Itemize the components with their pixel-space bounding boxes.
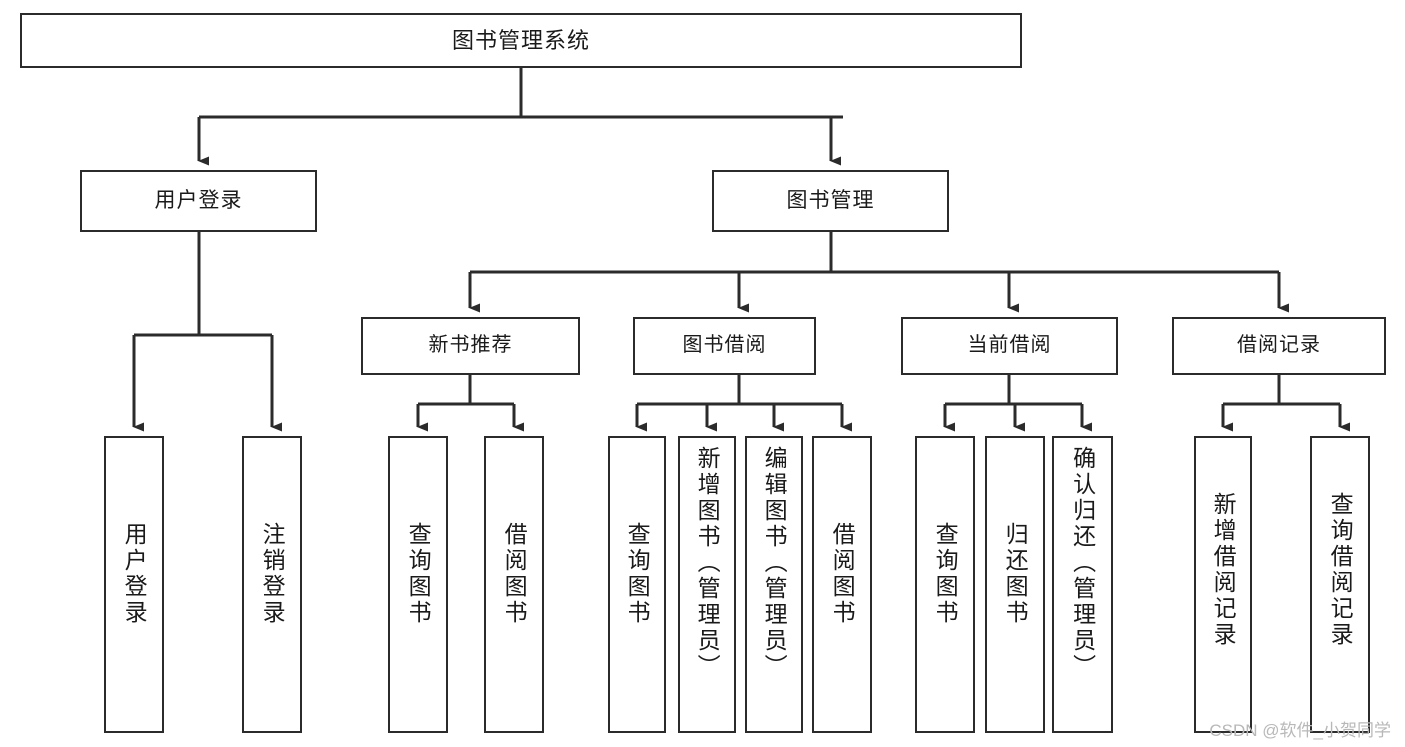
node-leaf-return-book-label: 归还图书 — [1002, 522, 1029, 626]
node-book-manage[interactable]: 图书管理 — [712, 170, 949, 232]
node-leaf-return-book[interactable]: 归还图书 — [985, 436, 1045, 733]
node-leaf-confirm-return[interactable]: 确认归还（管理员） — [1052, 436, 1113, 733]
node-leaf-add-loan-record[interactable]: 新增借阅记录 — [1194, 436, 1252, 733]
node-leaf-borrow-book-1-label: 借阅图书 — [501, 522, 528, 626]
node-leaf-user-logout-label: 注销登录 — [259, 522, 286, 626]
node-current-loan-label: 当前借阅 — [967, 334, 1052, 357]
node-leaf-borrow-book-2[interactable]: 借阅图书 — [812, 436, 872, 733]
node-leaf-query-book-3[interactable]: 查询图书 — [915, 436, 975, 733]
node-leaf-user-login-label: 用户登录 — [121, 522, 148, 626]
node-leaf-confirm-return-label: 确认归还（管理员） — [1069, 446, 1096, 680]
node-new-book-recommend[interactable]: 新书推荐 — [361, 317, 580, 375]
node-leaf-borrow-book-2-label: 借阅图书 — [829, 522, 856, 626]
node-leaf-query-book-2-label: 查询图书 — [624, 522, 651, 626]
node-new-book-recommend-label: 新书推荐 — [428, 334, 513, 357]
node-leaf-query-loan-record-label: 查询借阅记录 — [1327, 492, 1354, 648]
node-leaf-user-logout[interactable]: 注销登录 — [242, 436, 302, 733]
node-leaf-query-book-1[interactable]: 查询图书 — [388, 436, 448, 733]
node-leaf-borrow-book-1[interactable]: 借阅图书 — [484, 436, 544, 733]
node-leaf-query-book-2[interactable]: 查询图书 — [608, 436, 666, 733]
node-leaf-query-book-1-label: 查询图书 — [405, 522, 432, 626]
node-leaf-query-loan-record[interactable]: 查询借阅记录 — [1310, 436, 1370, 733]
node-current-loan[interactable]: 当前借阅 — [901, 317, 1118, 375]
node-leaf-edit-book-label: 编辑图书（管理员） — [761, 446, 788, 680]
watermark: CSDN @软件_小贺同学 — [1209, 721, 1391, 740]
node-leaf-edit-book[interactable]: 编辑图书（管理员） — [745, 436, 803, 733]
node-leaf-add-book[interactable]: 新增图书（管理员） — [678, 436, 736, 733]
node-root-label: 图书管理系统 — [451, 27, 590, 53]
node-root-system[interactable]: 图书管理系统 — [20, 13, 1022, 68]
node-leaf-query-book-3-label: 查询图书 — [932, 522, 959, 626]
node-user-login-label: 用户登录 — [154, 188, 243, 212]
node-user-login[interactable]: 用户登录 — [80, 170, 317, 232]
node-leaf-add-book-label: 新增图书（管理员） — [694, 446, 721, 680]
node-book-manage-label: 图书管理 — [786, 188, 875, 212]
node-leaf-add-loan-record-label: 新增借阅记录 — [1210, 492, 1237, 648]
node-leaf-user-login[interactable]: 用户登录 — [104, 436, 164, 733]
node-book-borrow-label: 图书借阅 — [682, 334, 767, 357]
node-book-borrow[interactable]: 图书借阅 — [633, 317, 816, 375]
node-loan-record-label: 借阅记录 — [1237, 334, 1321, 357]
node-loan-record[interactable]: 借阅记录 — [1172, 317, 1386, 375]
